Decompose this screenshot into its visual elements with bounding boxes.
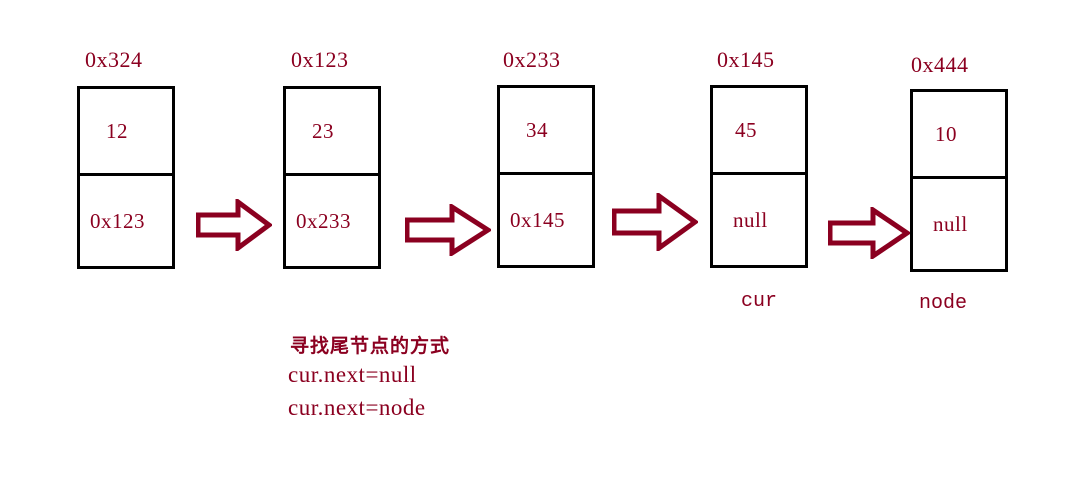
node-value-cell-2: 23 [286, 89, 378, 176]
node-address-label-1: 0x324 [85, 47, 143, 72]
list-node-4: 45 null [710, 85, 808, 268]
node-next-cell-4: null [733, 207, 768, 232]
node-value-cell-4: 45 [713, 88, 805, 175]
annotation-line-3: cur.next=node [288, 395, 426, 420]
node-next-cell-5: null [933, 211, 968, 236]
arrow-1 [196, 199, 272, 251]
list-node-2: 23 0x233 [283, 86, 381, 269]
annotation-line-1: 寻找尾节点的方式 [290, 336, 451, 357]
annotation-line-2: cur.next=null [288, 362, 417, 387]
node-next-cell-1: 0x123 [90, 208, 145, 233]
node-next-cell-2: 0x233 [296, 208, 351, 233]
pointer-label-node: node [919, 292, 968, 315]
node-next-cell-3: 0x145 [510, 207, 565, 232]
node-value-cell-3: 34 [500, 88, 592, 175]
node-address-label-3: 0x233 [503, 47, 561, 72]
list-node-5: 10 null [910, 89, 1008, 272]
node-address-label-4: 0x145 [717, 47, 775, 72]
node-value-cell-1: 12 [80, 89, 172, 176]
pointer-label-cur: cur [741, 290, 778, 313]
list-node-3: 34 0x145 [497, 85, 595, 268]
node-value-cell-5: 10 [913, 92, 1005, 179]
node-address-label-2: 0x123 [291, 47, 349, 72]
arrow-4 [828, 207, 910, 259]
arrow-3 [612, 193, 698, 251]
arrow-2 [405, 204, 491, 256]
list-node-1: 12 0x123 [77, 86, 175, 269]
node-address-label-5: 0x444 [911, 52, 969, 77]
